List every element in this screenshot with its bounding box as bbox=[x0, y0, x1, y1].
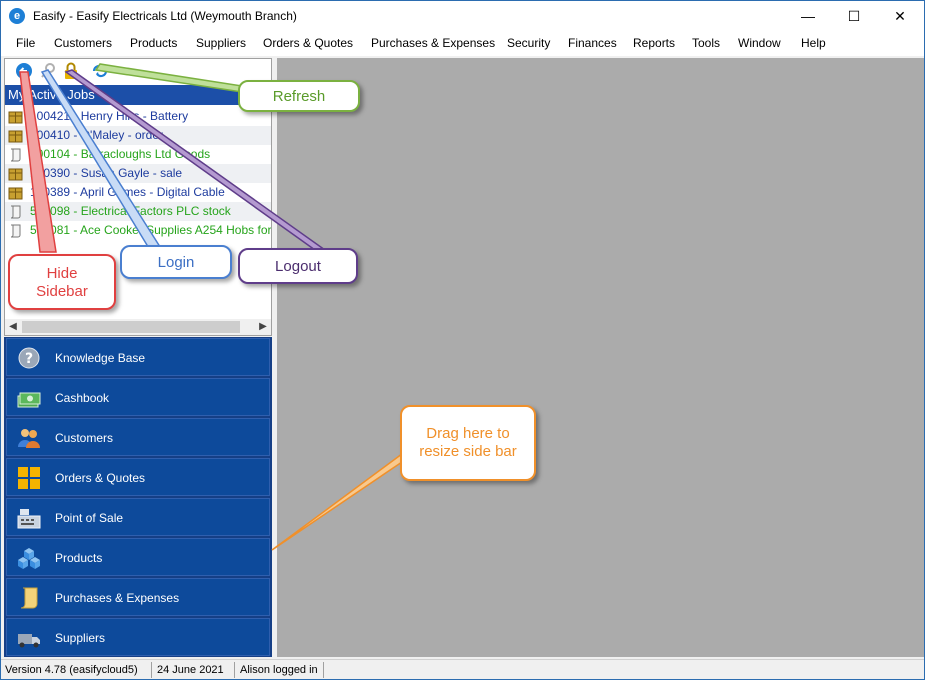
question-icon: ? bbox=[18, 347, 40, 369]
minimize-button[interactable]: — bbox=[801, 8, 815, 24]
refresh-callout: Refresh bbox=[238, 80, 360, 112]
job-list-item[interactable]: 100410 - O'Maley - order bbox=[5, 126, 271, 145]
menu-window[interactable]: Window bbox=[738, 36, 781, 50]
active-jobs-header: My Active Jobs bbox=[5, 85, 271, 105]
sidebar-nav: ? Knowledge Base Cashbook Customers Orde… bbox=[4, 337, 272, 657]
login-callout: Login bbox=[120, 245, 232, 279]
callout-line: Login bbox=[157, 254, 195, 271]
people-icon bbox=[18, 429, 40, 448]
menu-tools[interactable]: Tools bbox=[692, 36, 721, 50]
title-bar: e Easify - Easify Electricals Ltd (Weymo… bbox=[1, 1, 924, 31]
status-date: 24 June 2021 bbox=[157, 664, 224, 676]
job-list-item[interactable]: 500098 - Electrical Factors PLC stock bbox=[5, 202, 271, 221]
nav-label: Cashbook bbox=[55, 391, 110, 405]
job-label: 100389 - April Grimes - Digital Cable bbox=[30, 185, 225, 199]
callout-line: Refresh bbox=[272, 88, 326, 105]
nav-suppliers[interactable]: Suppliers bbox=[6, 618, 270, 656]
nav-label: Suppliers bbox=[55, 631, 106, 645]
nav-label: Orders & Quotes bbox=[55, 471, 146, 485]
status-version: Version 4.78 (easifycloud5) bbox=[5, 664, 138, 676]
nav-knowledge-base[interactable]: ? Knowledge Base bbox=[6, 338, 270, 376]
status-bar: Version 4.78 (easifycloud5) 24 June 2021… bbox=[1, 659, 924, 679]
menu-file[interactable]: File bbox=[16, 36, 36, 50]
menu-finances[interactable]: Finances bbox=[568, 36, 617, 50]
logout-lock-icon[interactable] bbox=[62, 62, 80, 80]
status-divider bbox=[323, 662, 324, 678]
job-label: 500104 - Barracloughs Ltd Goods bbox=[30, 147, 211, 161]
job-label: 100421 - Henry Hilts - Battery bbox=[30, 109, 189, 123]
menu-reports[interactable]: Reports bbox=[633, 36, 676, 50]
scroll-right-icon[interactable]: ▶ bbox=[259, 321, 267, 332]
box-icon bbox=[8, 168, 23, 181]
menu-security[interactable]: Security bbox=[507, 36, 551, 50]
nav-purchases-expenses[interactable]: Purchases & Expenses bbox=[6, 578, 270, 616]
close-button[interactable]: ✕ bbox=[894, 8, 906, 24]
callout-line: resize side bar bbox=[419, 443, 517, 460]
nav-label: Point of Sale bbox=[55, 511, 124, 525]
hide-sidebar-icon[interactable] bbox=[15, 62, 33, 80]
grid-icon bbox=[18, 467, 40, 489]
truck-icon bbox=[18, 634, 40, 648]
menu-bar: File Customers Products Suppliers Orders… bbox=[1, 31, 924, 56]
till-icon bbox=[17, 509, 41, 529]
easify-logo-icon: e bbox=[9, 8, 25, 24]
menu-orders-quotes[interactable]: Orders & Quotes bbox=[263, 36, 354, 50]
svg-text:?: ? bbox=[25, 351, 33, 367]
callout-line: Logout bbox=[275, 258, 321, 275]
menu-suppliers[interactable]: Suppliers bbox=[196, 36, 247, 50]
scrollbar-thumb[interactable] bbox=[22, 321, 240, 333]
callout-line: Sidebar bbox=[36, 283, 88, 300]
scroll-icon bbox=[10, 205, 21, 219]
callout-line: Drag here to bbox=[426, 425, 510, 442]
nav-cashbook[interactable]: Cashbook bbox=[6, 378, 270, 416]
nav-point-of-sale[interactable]: Point of Sale bbox=[6, 498, 270, 536]
box-icon bbox=[8, 111, 23, 124]
maximize-button[interactable]: ☐ bbox=[847, 8, 861, 24]
scroll-icon bbox=[20, 587, 38, 609]
job-list-item[interactable]: 500104 - Barracloughs Ltd Goods bbox=[5, 145, 271, 164]
refresh-icon[interactable] bbox=[91, 62, 109, 80]
menu-customers[interactable]: Customers bbox=[54, 36, 113, 50]
job-label: 500098 - Electrical Factors PLC stock bbox=[30, 204, 231, 218]
cash-icon bbox=[17, 392, 41, 408]
status-user: Alison logged in bbox=[240, 664, 318, 676]
menu-purchases-expenses[interactable]: Purchases & Expenses bbox=[371, 36, 496, 50]
nav-label: Products bbox=[55, 551, 103, 565]
job-list-item[interactable]: 100389 - April Grimes - Digital Cable bbox=[5, 183, 271, 202]
menu-help[interactable]: Help bbox=[801, 36, 826, 50]
status-divider bbox=[234, 662, 235, 678]
scroll-left-icon[interactable]: ◀ bbox=[9, 321, 17, 332]
box-icon bbox=[8, 130, 23, 143]
callout-line: Hide bbox=[46, 265, 78, 282]
nav-label: Purchases & Expenses bbox=[55, 591, 180, 605]
login-key-icon[interactable] bbox=[39, 62, 57, 80]
nav-label: Knowledge Base bbox=[55, 351, 146, 365]
job-label: 100390 - Susan Gayle - sale bbox=[30, 166, 183, 180]
job-label: 100410 - O'Maley - order bbox=[30, 128, 164, 142]
hide-sidebar-callout: Hide Sidebar bbox=[8, 254, 116, 310]
nav-label: Customers bbox=[55, 431, 114, 445]
job-label: 500081 - Ace Cooker Supplies A254 Hobs f… bbox=[30, 223, 271, 237]
nav-orders-quotes[interactable]: Orders & Quotes bbox=[6, 458, 270, 496]
logout-callout: Logout bbox=[238, 248, 358, 284]
window-title: Easify - Easify Electricals Ltd (Weymout… bbox=[33, 9, 297, 23]
nav-customers[interactable]: Customers bbox=[6, 418, 270, 456]
scroll-icon bbox=[10, 224, 21, 238]
horizontal-scrollbar[interactable]: ◀ ▶ bbox=[5, 319, 271, 335]
box-icon bbox=[8, 187, 23, 200]
resize-callout: Drag here to resize side bar bbox=[400, 405, 536, 481]
job-list-item[interactable]: 100421 - Henry Hilts - Battery bbox=[5, 107, 271, 126]
menu-products[interactable]: Products bbox=[130, 36, 178, 50]
status-divider bbox=[151, 662, 152, 678]
cubes-icon bbox=[18, 548, 40, 569]
sidebar-toolbar bbox=[5, 59, 271, 83]
scroll-icon bbox=[10, 148, 21, 162]
nav-products[interactable]: Products bbox=[6, 538, 270, 576]
job-list-item[interactable]: 100390 - Susan Gayle - sale bbox=[5, 164, 271, 183]
workspace-area bbox=[277, 58, 924, 657]
job-list-item[interactable]: 500081 - Ace Cooker Supplies A254 Hobs f… bbox=[5, 221, 271, 240]
